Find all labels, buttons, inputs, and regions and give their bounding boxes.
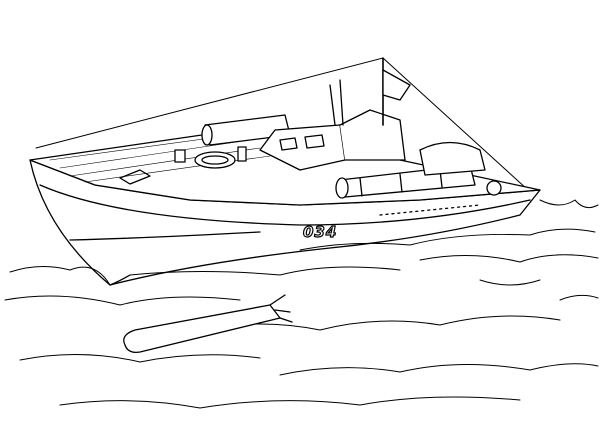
rigging-lines [35,57,529,191]
water-waves [4,199,599,409]
hull-number: 034 [302,222,338,241]
boat-hull [29,159,541,286]
torpedo [123,294,293,353]
boat-bridge [259,57,502,196]
